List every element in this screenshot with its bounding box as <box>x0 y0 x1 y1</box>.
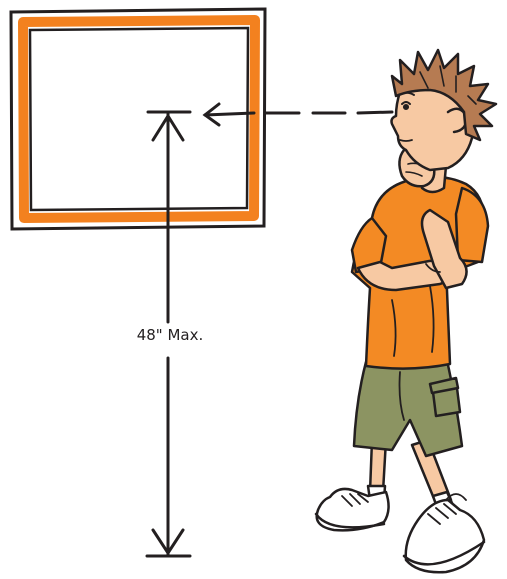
eye-line-arrow <box>205 104 392 125</box>
max-height-label: 48" Max. <box>110 325 230 345</box>
mouth <box>400 140 412 141</box>
boy-illustration <box>316 50 496 572</box>
picture-frame <box>11 9 265 229</box>
eye-line-segment-4 <box>358 112 392 113</box>
right-sleeve <box>456 188 488 262</box>
pupil <box>404 105 408 109</box>
eye-line-segment-1 <box>205 113 254 115</box>
